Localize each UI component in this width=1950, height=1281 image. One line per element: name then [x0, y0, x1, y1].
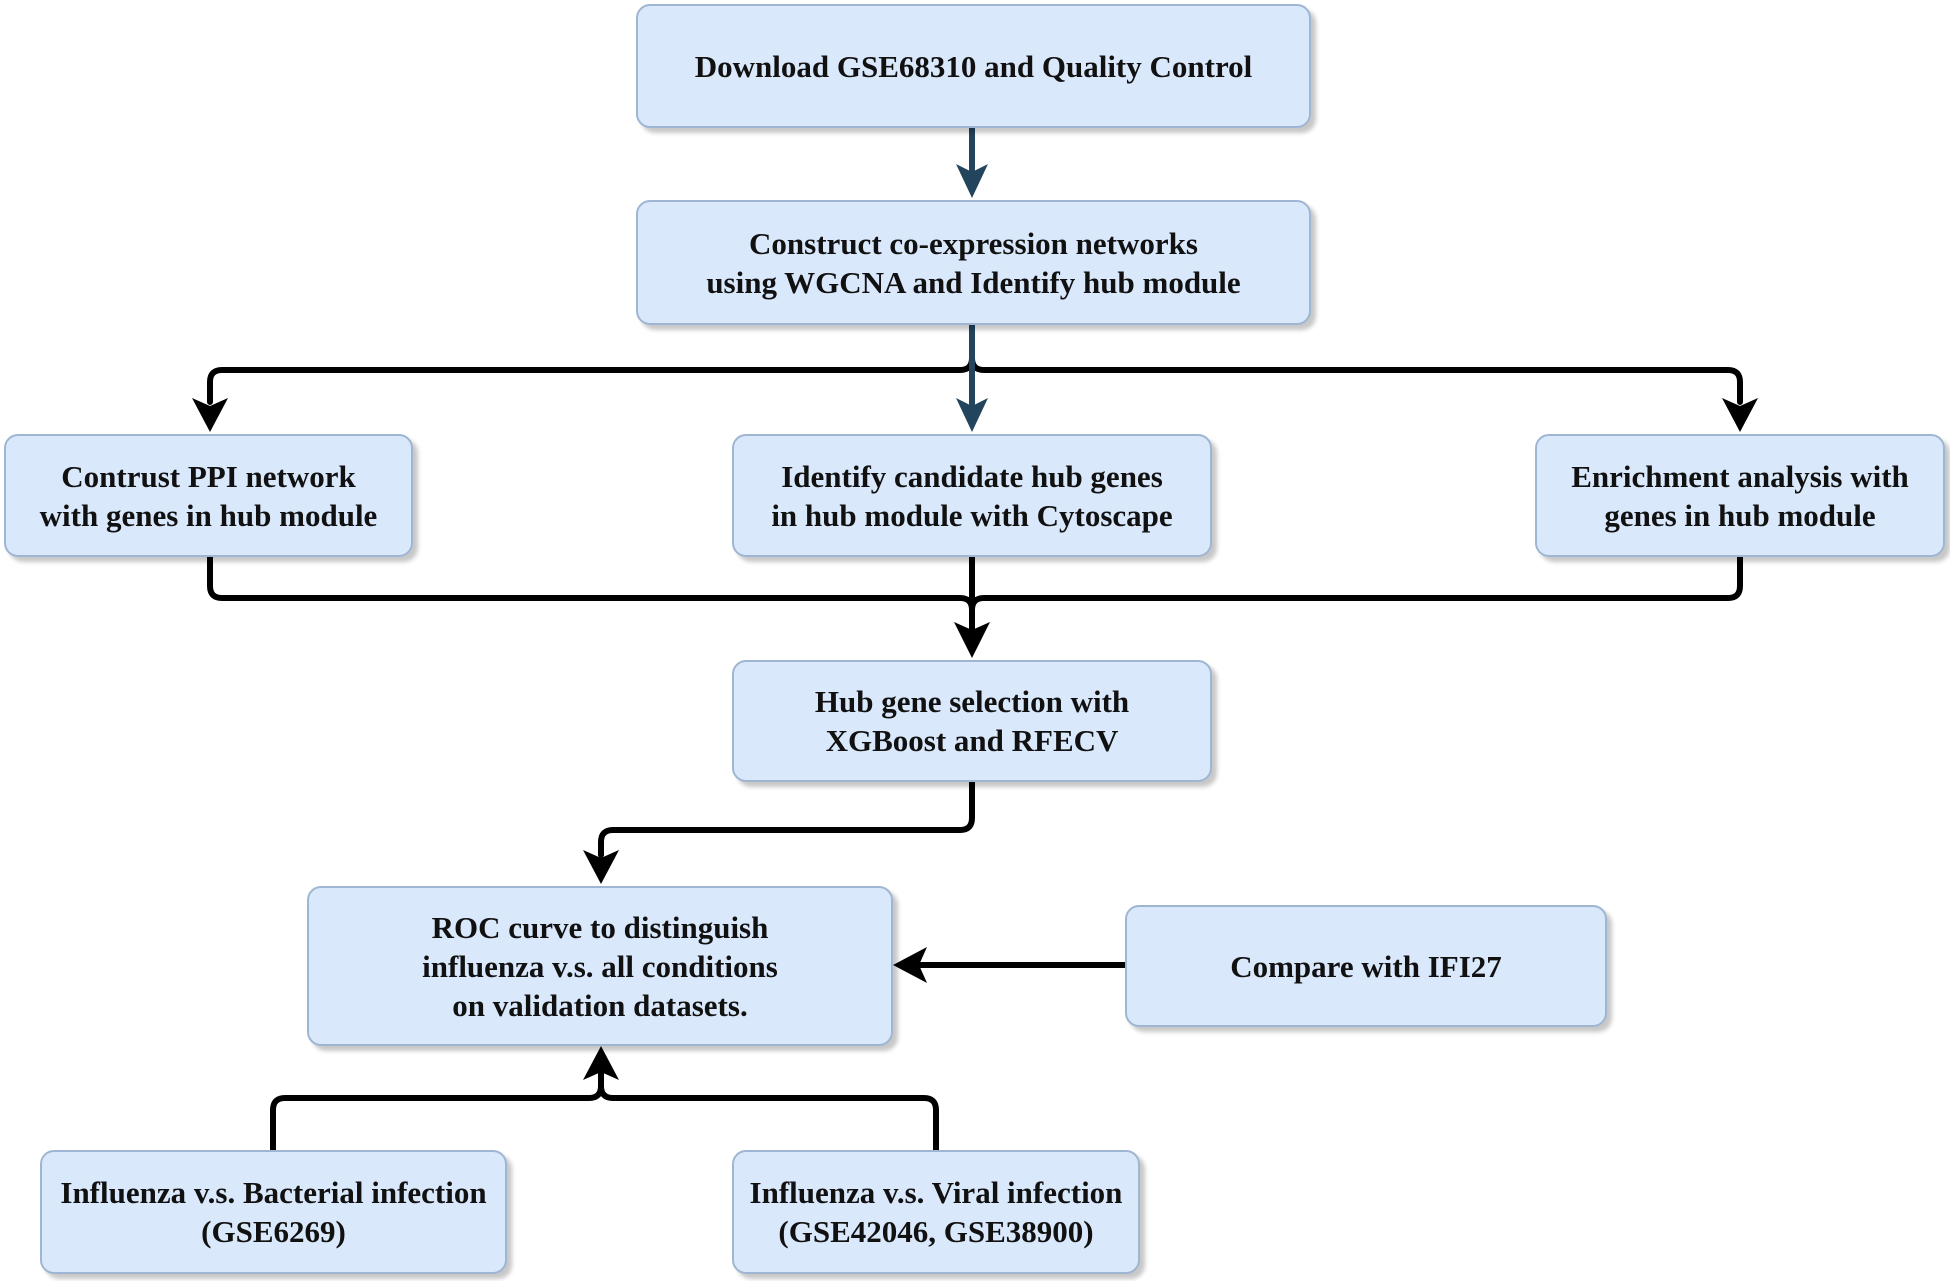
arrowhead-roc-right [893, 947, 927, 983]
edge-bacterial-to-roc [270, 1065, 604, 1153]
node-wgcna: Construct co-expression networks using W… [636, 200, 1311, 325]
arrowhead-ppi [192, 398, 228, 432]
node-roc-line-1: ROC curve to distinguish [431, 909, 769, 945]
arrowhead-cytoscape [956, 398, 988, 432]
node-viral-line-1: Influenza v.s. Viral infection [749, 1175, 1123, 1210]
node-ppi: Contrust PPI network with genes in hub m… [4, 434, 413, 557]
node-roc: ROC curve to distinguish influenza v.s. … [307, 886, 893, 1046]
node-enrichment-line-2: genes in hub module [1604, 497, 1876, 533]
edge-ppi-to-xgboost [207, 554, 975, 631]
node-download-line-1: Download GSE68310 and Quality Control [694, 48, 1253, 84]
node-bacterial: Influenza v.s. Bacterial infection (GSE6… [40, 1150, 507, 1274]
arrowhead-roc-top [583, 850, 619, 884]
edge-wgcna-to-ppi [207, 322, 975, 405]
node-roc-line-2: influenza v.s. all conditions [422, 948, 778, 984]
node-xgboost-line-1: Hub gene selection with [814, 684, 1130, 719]
arrowhead-roc-bottom [583, 1046, 619, 1080]
node-enrichment-line-1: Enrichment analysis with [1571, 458, 1909, 494]
node-xgboost: Hub gene selection with XGBoost and RFEC… [732, 660, 1212, 782]
node-viral-line-2: (GSE42046, GSE38900) [778, 1214, 1094, 1249]
node-wgcna-line-2: using WGCNA and Identify hub module [706, 264, 1241, 300]
edge-xgboost-to-roc [598, 779, 975, 858]
arrowhead-wgcna [956, 164, 988, 198]
node-bacterial-line-2: (GSE6269) [201, 1214, 346, 1249]
node-enrichment: Enrichment analysis with genes in hub mo… [1535, 434, 1945, 557]
node-bacterial-line-1: Influenza v.s. Bacterial infection [60, 1175, 487, 1210]
node-roc-line-3: on validation datasets. [452, 987, 748, 1023]
node-cytoscape: Identify candidate hub genes in hub modu… [732, 434, 1212, 557]
node-cytoscape-line-1: Identify candidate hub genes [781, 458, 1163, 494]
edge-viral-to-roc [598, 1065, 939, 1153]
edge-wgcna-to-enrichment [969, 322, 1743, 405]
node-ifi27: Compare with IFI27 [1125, 905, 1607, 1027]
node-xgboost-line-2: XGBoost and RFECV [825, 723, 1119, 758]
arrowhead-xgboost [954, 622, 990, 658]
edge-enrichment-to-xgboost [969, 554, 1743, 631]
node-wgcna-line-1: Construct co-expression networks [749, 225, 1198, 261]
node-download: Download GSE68310 and Quality Control [636, 4, 1311, 128]
node-ppi-line-2: with genes in hub module [39, 497, 378, 533]
arrowhead-enrichment [1722, 398, 1758, 432]
node-viral: Influenza v.s. Viral infection (GSE42046… [732, 1150, 1140, 1274]
node-cytoscape-line-2: in hub module with Cytoscape [771, 497, 1173, 533]
node-ppi-line-1: Contrust PPI network [61, 458, 356, 494]
node-ifi27-line-1: Compare with IFI27 [1230, 948, 1502, 984]
